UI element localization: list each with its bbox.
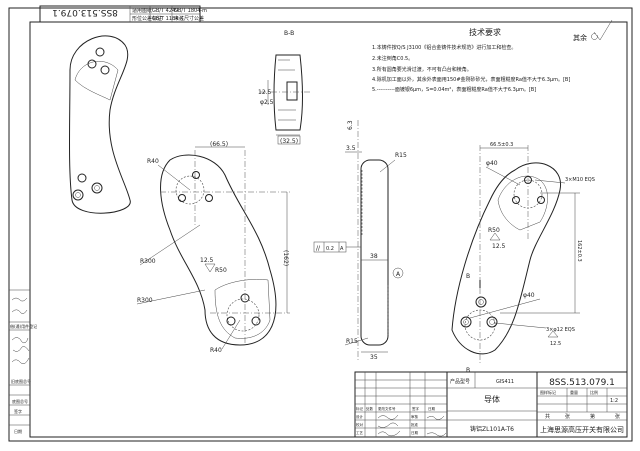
drawing-number: 8SS.513.079.1 (549, 378, 615, 388)
strip-cell: 适用图纸 (132, 7, 152, 14)
dim-label: R50 (215, 267, 227, 274)
dim-label: 6.3 (347, 120, 354, 130)
strip-cell: GB/T 1804-m (174, 8, 207, 14)
rev-header: 签字 (412, 406, 420, 411)
dim-label: 3×φ12 EQS (546, 327, 575, 333)
strip-cell: GB/T 1184-K (152, 16, 184, 22)
dim-label: R300 (137, 297, 153, 304)
title-strip: 8SS.513.079.1 适用图纸 GB/T 4249 GB/T 1804-m… (39, 5, 207, 23)
geometric-tolerance-frame: // 0.2 A (313, 241, 361, 253)
top-view (69, 35, 131, 214)
product-model-label: 产品型号 (450, 378, 470, 385)
dim-label: 3×M10 EQS (565, 177, 595, 183)
left-margin-table: 借(通)用件登记 旧底图总号 底图总号 签字 日期 (9, 289, 37, 434)
section-cut-label: B (466, 273, 470, 280)
signature (11, 297, 30, 365)
sheet-label: 共 (545, 413, 550, 420)
stage-header: 比例 (590, 389, 598, 395)
general-roughness-label: 其余 (573, 33, 587, 42)
dim-label: 12.5 (550, 341, 561, 347)
company-name: 上海思源高压开关有限公司 (540, 425, 624, 434)
rev-header: 日期 (428, 406, 436, 411)
rev-header: 处数 (366, 406, 374, 411)
tech-item: 2.未注倒角C0.5。 (372, 55, 413, 62)
margin-label: 借(通)用件登记 (10, 323, 37, 329)
role-label: 设计 (356, 414, 364, 419)
title-block: 标记 处数 更改文件号 签字 日期 设计 校对 工艺 审核 批准 日期 产品型号… (354, 371, 628, 438)
sheet-label: 张 (565, 413, 570, 420)
tech-title: 技术要求 (469, 27, 501, 37)
revision-grid: 标记 处数 更改文件号 签字 日期 设计 校对 工艺 审核 批准 日期 (355, 372, 447, 437)
dim-label: 162±0.3 (576, 240, 582, 262)
rotated-drawing-number: 8SS.513.079.1 (52, 7, 118, 17)
technical-requirements: 技术要求 1.本铸件按Q/S J3100《铝合金铸件技术规范》进行加工和检查。 … (372, 19, 613, 93)
datum-a-marker (392, 267, 404, 279)
role-label: 工艺 (356, 430, 364, 435)
strip-cell: GB/T 4249 (152, 8, 178, 14)
strip-cell: 形位公差标注 (132, 15, 162, 22)
signature (377, 414, 447, 437)
parallelism-symbol-icon: // (316, 245, 321, 252)
strip-cell: 未注尺寸公差 (174, 15, 204, 22)
stage-header: 重量 (570, 389, 578, 395)
sheet-label: 第 (590, 413, 595, 420)
dim-label: R15 (395, 152, 407, 159)
product-model: GIS411 (496, 379, 514, 385)
datum-ref: A (340, 246, 344, 252)
dim-label: 35 (370, 354, 378, 361)
dim-label: R40 (210, 347, 222, 354)
rev-header: 更改文件号 (378, 406, 396, 411)
tech-item: 1.本铸件按Q/S J3100《铝合金铸件技术规范》进行加工和检查。 (372, 44, 516, 51)
margin-label: 底图总号 (12, 398, 28, 404)
role-label: 日期 (411, 430, 419, 435)
role-label: 审核 (411, 414, 419, 419)
dim-label: (66.5) (210, 141, 228, 148)
material: 铸铝ZL101A-T6 (470, 425, 514, 433)
rev-header: 标记 (356, 406, 364, 411)
inner-frame (29, 21, 628, 438)
sheet-label: 张 (615, 413, 620, 420)
stage-grid: 图样标记 重量 比例 1:2 共 张 第 张 (537, 388, 627, 420)
dim-label: R50 (488, 227, 500, 234)
dim-label: φ40 (486, 160, 498, 167)
section-label: B-B (284, 30, 294, 37)
dim-label: R300 (140, 258, 156, 265)
dim-label: (162) (282, 250, 289, 266)
dim-label: R40 (147, 158, 159, 165)
stage-header: 图样标记 (540, 389, 556, 395)
margin-label: 签字 (14, 408, 22, 414)
tolerance-value: 0.2 (326, 246, 334, 252)
dim-label: R15 (346, 338, 358, 345)
tech-item: 4.除机加工面以外，其余外表面用150#金刚砂砂光，表面粗糙度Ra值不大于6.3… (372, 76, 570, 83)
datum-label: A (396, 271, 401, 278)
part-name: 导体 (484, 394, 500, 404)
section-b-b: B-B 12.5 φ2.5 (32.5) (258, 30, 312, 145)
side-view: 3.5 R15 // 0.2 A 38 A R15 35 6.3 (313, 120, 407, 361)
dim-label: 38 (370, 253, 378, 260)
margin-label: 日期 (14, 428, 22, 434)
tech-item: 3.所有圆角要光滑过渡，不可有凸台和棱角。 (372, 66, 472, 73)
outer-frame (8, 7, 633, 442)
dim-label: 3.5 (346, 145, 356, 152)
role-label: 校对 (356, 422, 364, 427)
dim-label: φ2.5 (260, 99, 274, 106)
margin-label: 旧底图总号 (11, 378, 31, 384)
front-view: (66.5) R40 R300 R300 R50 12.5 (162) R40 (136, 141, 290, 354)
role-label: 批准 (411, 422, 419, 427)
dim-label: (32.5) (280, 138, 298, 145)
scale-value: 1:2 (610, 398, 618, 404)
dim-label: 66.5±0.3 (490, 142, 513, 148)
dim-label: φ40 (523, 292, 535, 299)
dim-label: 12.5 (200, 257, 214, 264)
roughness-symbol-icon (591, 19, 613, 41)
right-view: 66.5±0.3 φ40 3×M10 EQS R50 12.5 162±0.3 … (451, 142, 595, 374)
section-cut-label: B (466, 367, 470, 374)
dim-label: 12.5 (258, 89, 272, 96)
tech-item: 5.----------面镀银6μm，S=0.04m²，表面粗糙度Ra值不大于6… (372, 86, 536, 93)
dim-label: 12.5 (492, 243, 506, 250)
